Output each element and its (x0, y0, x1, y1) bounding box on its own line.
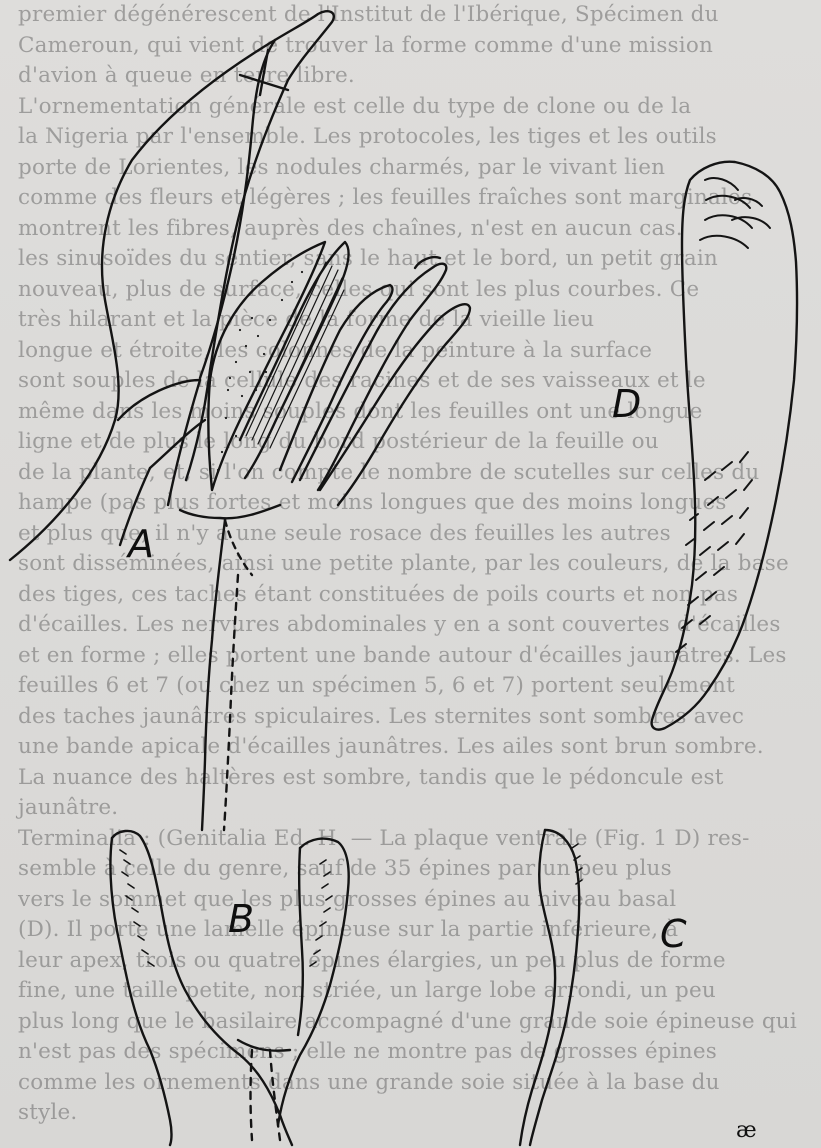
figure-a-outline (10, 11, 334, 560)
figure-a-blade (240, 242, 349, 478)
figure-label-d: D (612, 385, 641, 423)
figure-label-b: B (228, 900, 254, 938)
figure-label-a: A (128, 525, 154, 563)
figure-d-outline (652, 162, 797, 730)
figure-label-c: C (660, 915, 687, 953)
figure-b-outline (112, 831, 292, 1145)
scale-mark: æ (736, 1118, 757, 1143)
